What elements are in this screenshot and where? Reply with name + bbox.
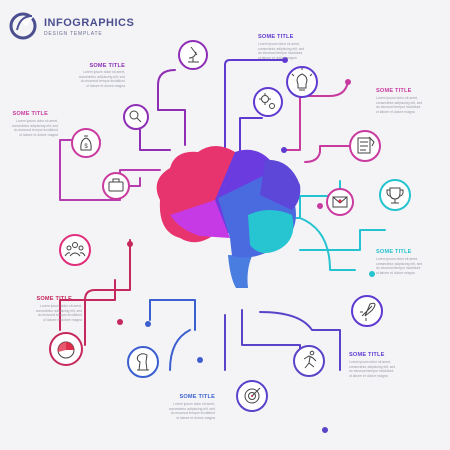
target-icon [244,387,261,404]
node-briefcase [102,172,130,200]
trophy-icon [386,187,404,204]
label-title: SOME TITLE [376,88,412,94]
node-settings [253,87,283,117]
node-trophy [379,179,411,211]
node-magnifier [123,104,149,130]
label-title: SOME TITLE [179,394,215,400]
logo: INFOGRAPHICS DESIGN TEMPLATE [8,8,148,44]
label-title: SOME TITLE [258,34,294,40]
node-lightbulb [286,66,318,98]
briefcase-icon [108,178,124,192]
node-stopwatch [49,332,83,366]
label-desc: Lorem ipsum dolor sit amet, consectetur … [376,96,423,114]
brain-illustration [156,146,301,288]
label-desc: Lorem ipsum dolor sit amet, consectetur … [35,304,82,322]
connector-bottom-left-b [169,329,191,371]
checklist-icon [357,136,375,154]
label-title: SOME TITLE [12,111,48,117]
microscope-icon [188,46,199,63]
connector-bottom-right [241,309,301,371]
connector-right-upper [304,145,351,163]
brain-front-lobe [260,159,301,210]
connector-right-teal-b [299,217,356,271]
brain-logo-icon [9,12,37,40]
connector-top-a [224,59,286,151]
header-subtitle: DESIGN TEMPLATE [44,31,103,37]
settings-icon [259,93,275,109]
node-rocket [351,295,383,327]
magnifier-icon [129,110,142,123]
connector-right-teal-c [299,229,386,251]
connector-bottom-right-b [259,311,341,371]
label-desc: Lorem ipsum dolor sit amet, consectetur … [11,119,58,137]
connector-left-crimson-b [59,279,116,331]
label-desc: Lorem ipsum dolor sit amet, consectetur … [78,70,125,88]
team-icon [64,242,86,257]
lightbulb-icon [291,68,313,91]
brain-magenta-lobe [170,200,230,238]
node-target [236,380,268,412]
brain-teal-lobe [248,210,294,254]
label-desc: Lorem ipsum dolor sit amet, consectetur … [349,360,396,378]
connector-left-magenta [59,139,161,201]
node-team [59,234,91,266]
runner-icon [303,350,317,369]
chess-knight-icon [136,353,149,371]
node-checklist [349,130,381,162]
connector-top-b [239,117,263,159]
label-desc: Lorem ipsum dolor sit amet, consectetur … [376,257,423,275]
node-envelope [326,188,354,216]
brain-stem [228,255,252,288]
label-desc: Lorem ipsum dolor sit amet, consectetur … [258,42,305,60]
icon-nodes: $ [49,40,411,412]
label-desc: Lorem ipsum dolor sit amet, consectetur … [168,402,215,420]
label-title: SOME TITLE [349,352,385,358]
node-knight [127,346,159,378]
header-title: INFOGRAPHICS [44,17,135,29]
svg-text:$: $ [84,144,88,150]
connector-upper-left [157,69,186,146]
label-title: SOME TITLE [89,63,125,69]
money-bag-icon: $ [80,135,92,151]
stopwatch-icon [57,341,75,359]
rocket-icon [360,302,376,321]
node-microscope [178,40,208,70]
label-title: SOME TITLE [376,249,412,255]
label-title: SOME TITLE [36,296,72,302]
envelope-icon [332,196,348,208]
connector-left-crimson [84,239,131,346]
connector-bottom-left [149,299,196,331]
node-money: $ [71,128,101,158]
node-runner [293,345,325,377]
